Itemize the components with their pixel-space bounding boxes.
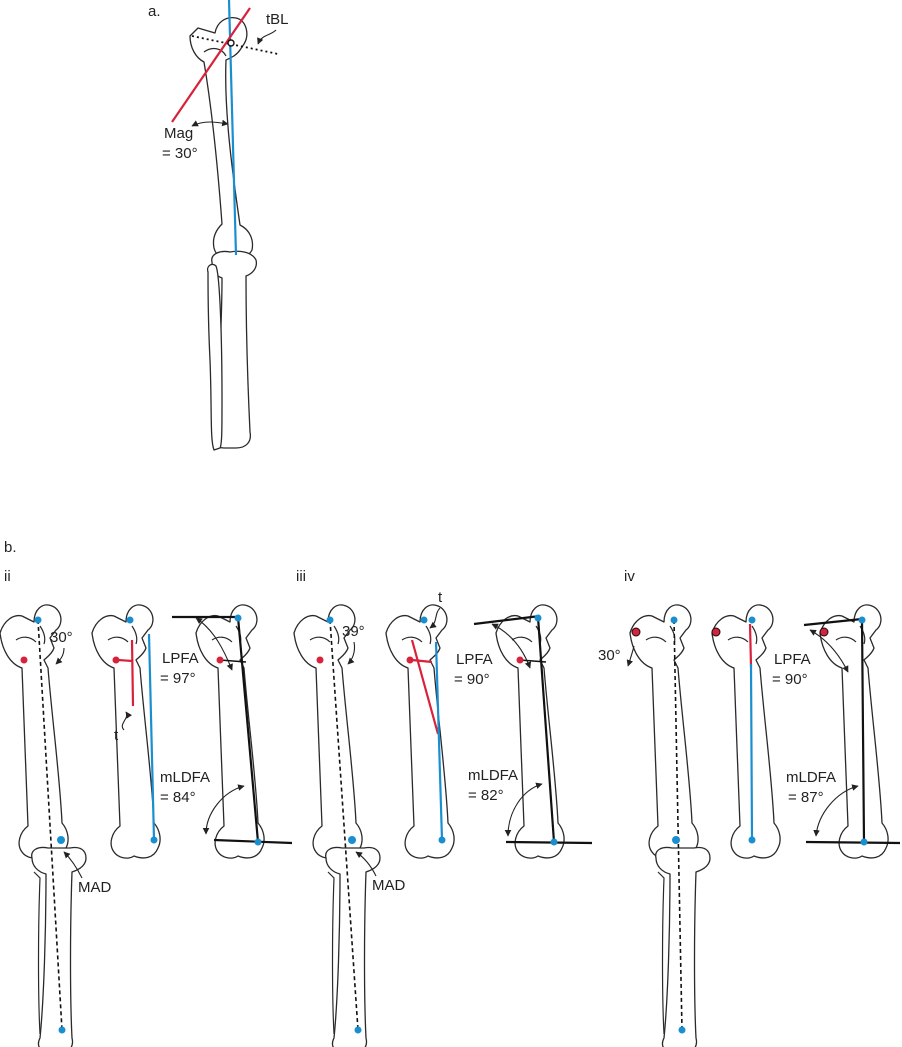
group-iii-t: t (438, 589, 443, 606)
group-ii-angle: 30° (50, 629, 73, 646)
group-ii-trochanter-point (20, 656, 28, 664)
panel-b-label: b. (4, 539, 17, 556)
group-ii-lpfa-label: LPFA (162, 650, 199, 667)
group-iii-label: iii (296, 568, 306, 585)
group-iii-red-line (411, 658, 433, 664)
group-ii-bottom-line (213, 838, 293, 845)
group-ii-label: ii (4, 568, 11, 585)
group-iv-red-line (748, 623, 753, 667)
group-iii-mechanical-axis-mid (434, 641, 444, 841)
group-iv-mechanical-axis-mid (749, 663, 754, 841)
group-ii-mldfa-label: mLDFA (160, 769, 210, 786)
panel-a-mag-value: = 30° (162, 145, 198, 162)
group-ii-ankle-center (58, 1026, 66, 1034)
group-iv-label: iv (624, 568, 635, 585)
group-iii: iii 39° MAD t LPFA = 90° mLDFA = (293, 568, 593, 1047)
panel-a-mag-arrow (191, 119, 229, 127)
group-ii-mechanical-axis-dashed (37, 619, 63, 1031)
panel-a-center-marker (227, 39, 235, 47)
group-iii-mldfa-label: mLDFA (468, 767, 518, 784)
group-iii-femur-right (495, 604, 565, 859)
group-iii-lpfa-value: = 90° (454, 671, 490, 688)
group-ii-tibia (31, 846, 87, 1047)
panel-a-tbl-label: tBL (266, 11, 289, 28)
group-ii-mad: MAD (78, 879, 112, 896)
panel-a-mag-label: Mag (164, 125, 193, 142)
group-ii-mechanical-axis-mid (147, 633, 156, 841)
group-iii-femur-mid (385, 604, 455, 859)
group-ii-red-line (117, 658, 134, 663)
panel-a-tbl-leader (257, 29, 277, 45)
group-ii: ii 30° MAD t LPFA = 97° mLDFA (0, 568, 293, 1047)
group-iv-mldfa-label: mLDFA (786, 769, 836, 786)
panel-a: a. tBL Mag = 30° (148, 0, 289, 451)
group-ii-t: t (114, 727, 119, 744)
group-ii-femur-right (195, 604, 265, 859)
group-iv-tibia (655, 846, 711, 1047)
group-ii-hip-center (34, 616, 42, 624)
group-iii-mad: MAD (372, 877, 406, 894)
group-iii-femur-full (293, 604, 363, 859)
panel-a-label: a. (148, 3, 161, 20)
group-iv-lpfa-label: LPFA (774, 651, 811, 668)
panel-a-femur (189, 16, 254, 259)
panel-a-red-line (171, 7, 251, 123)
group-iii-lpfa-label: LPFA (456, 651, 493, 668)
group-ii-mldfa-value: = 84° (160, 789, 196, 806)
group-iv-femur-mid (711, 604, 781, 859)
group-iv: iv 30° LPFA = 90° mLDFA = 87° (598, 568, 901, 1047)
group-iv-femur-full (629, 604, 699, 859)
group-iii-mldfa-value: = 82° (468, 787, 504, 804)
group-iii-angle: 39° (342, 623, 365, 640)
panel-a-fibula (206, 263, 223, 451)
group-iv-mldfa-value: = 87° (788, 789, 824, 806)
group-iv-lpfa-value: = 90° (772, 671, 808, 688)
group-iv-femur-right (819, 604, 889, 859)
group-ii-axis-line (236, 616, 260, 843)
group-ii-lpfa-value: = 97° (160, 670, 196, 687)
group-ii-knee-center (57, 836, 65, 844)
group-iv-mechanical-axis-dashed (673, 619, 683, 1031)
group-iii-mechanical-axis-dashed (329, 619, 359, 1031)
group-iv-angle: 30° (598, 647, 621, 664)
